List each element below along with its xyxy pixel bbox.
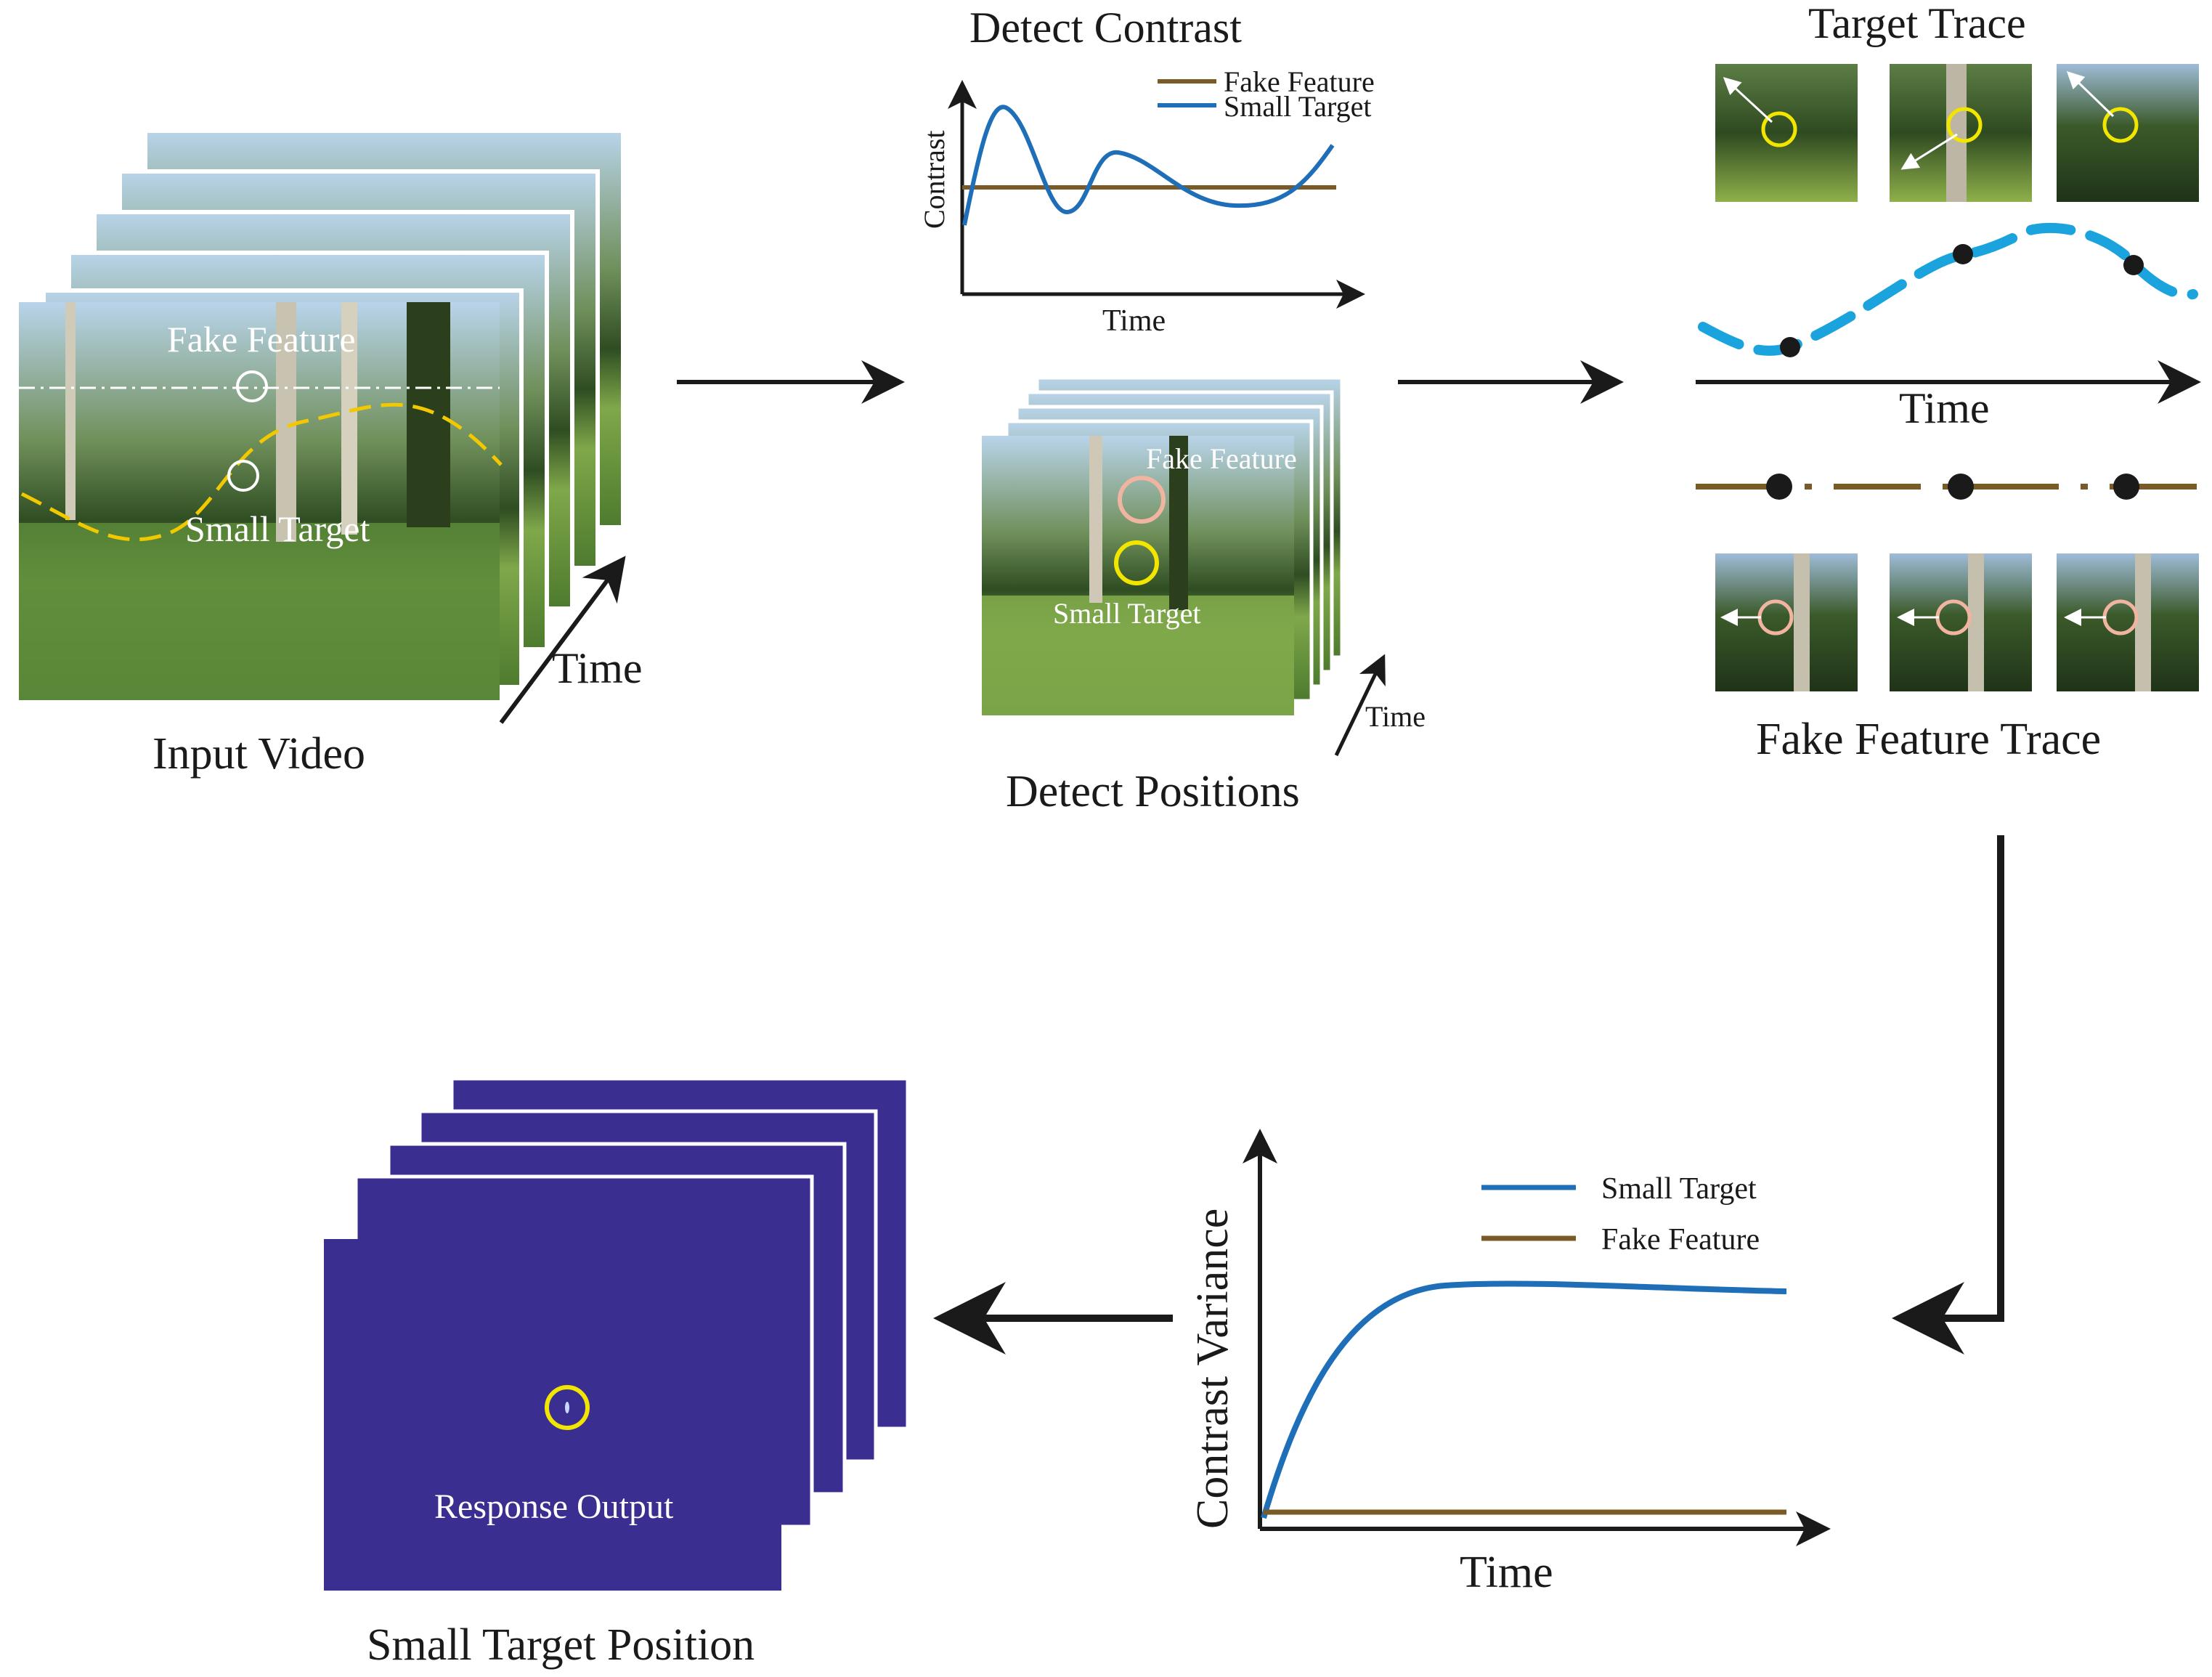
target-thumb-3 <box>2057 64 2199 202</box>
video-tree-trunk-3 <box>65 302 76 520</box>
variance-legend-small-target: Small Target <box>1601 1172 1757 1206</box>
input-video-caption: Input Video <box>153 729 365 779</box>
target-thumb-1-bg <box>1715 64 1858 202</box>
detect-time-label: Time <box>1365 700 1426 733</box>
target-thumb-1-circle <box>1761 111 1797 147</box>
response-output-stack: Response Output Small Target Position <box>324 1076 910 1670</box>
input-time-arrow <box>499 556 626 724</box>
detect-contrast-title: Detect Contrast <box>969 4 1242 52</box>
target-trace-point-2 <box>1953 244 1973 264</box>
input-small-target-label: Small Target <box>185 508 370 549</box>
fake-thumb-2-bg <box>1890 553 2032 691</box>
video-grass <box>19 523 500 700</box>
fake-feature-marker <box>236 370 268 402</box>
contrast-variance-chart: Contrast Variance Time Small Target Fake… <box>1188 1129 1831 1597</box>
video-frame-front: Fake Feature Small Target <box>19 302 503 700</box>
variance-x-label: Time <box>1460 1548 1553 1597</box>
variance-y-label: Contrast Variance <box>1188 1209 1237 1529</box>
small-target-position-caption: Small Target Position <box>367 1620 755 1670</box>
target-thumb-1-motion <box>1723 76 1773 123</box>
detect-small-target-label: Small Target <box>1053 597 1200 630</box>
fake-feature-trace-caption: Fake Feature Trace <box>1756 715 2101 764</box>
legend-small-target: Small Target <box>1224 90 1371 123</box>
target-thumb-1 <box>1715 64 1858 202</box>
fake-thumb-1-trunk <box>1794 553 1810 691</box>
contrast-small-target-line <box>962 105 1335 226</box>
contrast-x-label: Time <box>1102 304 1166 338</box>
video-tree-trunk-1 <box>276 302 296 542</box>
video-tree-dark <box>407 302 450 527</box>
target-thumb-2-circle <box>1946 107 1983 143</box>
target-thumb-3-motion <box>2066 70 2115 118</box>
trace-time-label: Time <box>1899 384 1990 432</box>
fake-trace-point-1 <box>1766 474 1792 500</box>
contrast-y-label: Contrast <box>918 130 951 229</box>
fake-thumb-2 <box>1890 553 2032 691</box>
input-fake-feature-label: Fake Feature <box>167 319 356 360</box>
target-thumb-3-bg <box>2057 64 2199 202</box>
fake-thumb-3-bg <box>2057 553 2199 691</box>
target-thumb-3-circle <box>2102 107 2139 143</box>
variance-legend-fake-feature: Fake Feature <box>1601 1223 1760 1256</box>
detect-contrast-chart: Detect Contrast Contrast Time Fake Featu… <box>918 4 1375 338</box>
input-time-label: Time <box>552 644 643 692</box>
response-output-label: Response Output <box>434 1487 674 1526</box>
input-video-stack: Fake Feature Small Target Time Input Vid… <box>19 129 643 779</box>
response-target-circle <box>545 1385 590 1430</box>
detect-positions-caption: Detect Positions <box>1006 767 1300 816</box>
target-thumb-2-motion <box>1900 133 1958 170</box>
detect-time-arrow <box>1334 654 1386 757</box>
fake-trace-point-2 <box>1948 474 1974 500</box>
fake-thumb-3-trunk <box>2135 553 2151 691</box>
detect-fake-feature-circle <box>1118 476 1166 524</box>
detect-fake-feature-label: Fake Feature <box>1146 442 1297 475</box>
target-trace-panel: Target Trace Time <box>1696 0 2201 764</box>
target-trace-path <box>1698 222 2198 356</box>
detect-frame-front: Fake Feature Small Target <box>982 436 1297 715</box>
fake-thumb-3 <box>2057 553 2199 691</box>
response-target-dot <box>565 1402 569 1413</box>
fake-thumb-1 <box>1715 553 1858 691</box>
legend-fake-feature: Fake Feature <box>1224 65 1375 98</box>
small-target-marker <box>227 460 259 492</box>
target-trace-point-1 <box>1780 337 1800 357</box>
fake-thumb-2-trunk <box>1968 553 1984 691</box>
fake-thumb-1-bg <box>1715 553 1858 691</box>
detect-grass <box>982 596 1294 715</box>
response-frame-front <box>324 1239 781 1591</box>
target-thumb-2 <box>1890 64 2032 202</box>
variance-small-target-line <box>1261 1280 1787 1519</box>
video-tree-trunk-2 <box>341 302 357 535</box>
target-trace-title: Target Trace <box>1808 0 2026 47</box>
detect-tree-dark <box>1169 436 1188 610</box>
detect-small-target-circle <box>1114 540 1159 585</box>
detect-tree-trunk-1 <box>1089 436 1102 603</box>
target-trace-point-3 <box>2123 255 2144 275</box>
detect-positions-stack: Fake Feature Small Target Time Detect Po… <box>982 375 1426 816</box>
flow-arrow-3 <box>1892 835 2004 1355</box>
fake-trace-point-3 <box>2113 474 2139 500</box>
